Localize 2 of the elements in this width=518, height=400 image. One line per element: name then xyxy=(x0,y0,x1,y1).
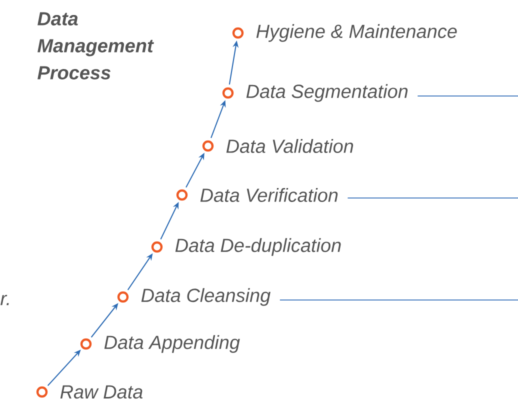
title: Data Management Process xyxy=(38,12,154,80)
text-fragment: r. xyxy=(0,294,9,306)
